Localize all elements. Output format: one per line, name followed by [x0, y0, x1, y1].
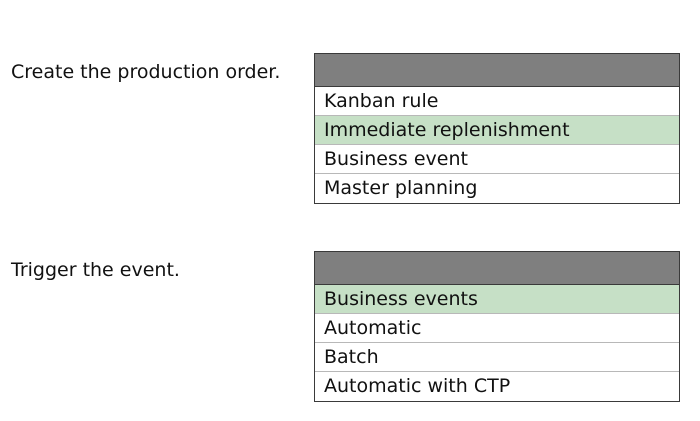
question-1-option-business-event[interactable]: Business event: [315, 145, 679, 174]
question-2-label: Trigger the event.: [11, 259, 180, 281]
question-2-option-batch[interactable]: Batch: [315, 343, 679, 372]
question-1-dropdown[interactable]: Kanban rule Immediate replenishment Busi…: [314, 53, 680, 204]
question-1-dropdown-header[interactable]: [315, 54, 679, 87]
question-2-dropdown[interactable]: Business events Automatic Batch Automati…: [314, 251, 680, 402]
question-1-option-master-planning[interactable]: Master planning: [324, 177, 478, 199]
question-1-label: Create the production order.: [11, 61, 281, 83]
question-2-option-business-events[interactable]: Business events: [315, 285, 679, 314]
question-1-option-kanban-rule[interactable]: Kanban rule: [315, 87, 679, 116]
question-1-option-immediate-replenishment[interactable]: Immediate replenishment: [315, 116, 679, 145]
question-2-option-automatic-with-ctp[interactable]: Automatic with CTP: [324, 375, 511, 397]
question-2-option-automatic[interactable]: Automatic: [315, 314, 679, 343]
question-2-dropdown-header[interactable]: [315, 252, 679, 285]
